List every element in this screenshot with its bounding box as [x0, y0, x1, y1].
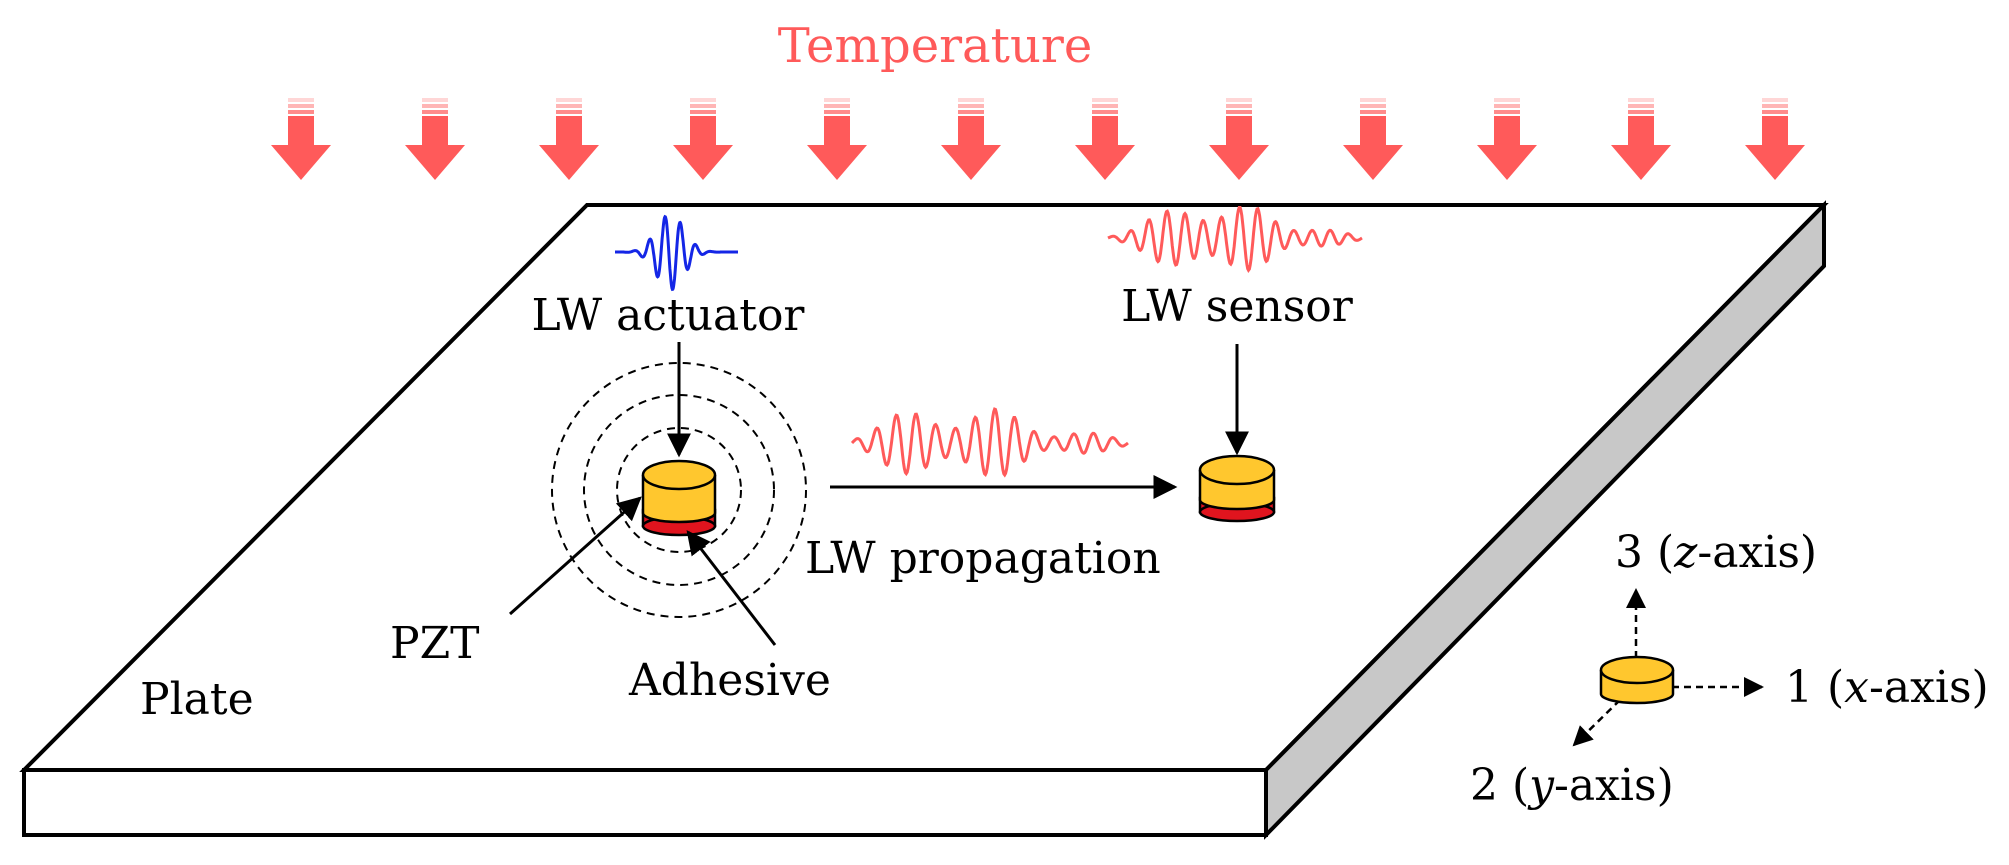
sensor-waveform: [1107, 206, 1363, 273]
plate: [19, 200, 1829, 840]
sensor-pzt-disk: [1198, 454, 1276, 523]
adhesive-label: Adhesive: [628, 655, 831, 706]
plate-side-face: [1264, 200, 1826, 840]
temperature-label: Temperature: [778, 18, 1092, 74]
actuator-pzt-disk: [641, 459, 717, 537]
plate-label: Plate: [140, 674, 254, 725]
temperature-arrow-icon: [271, 98, 331, 180]
temperature-arrow-icon: [1477, 98, 1537, 180]
temperature-arrow-icon: [1209, 98, 1269, 180]
temperature-arrow-icon: [539, 98, 599, 180]
z-axis-label: 3 (z-axis): [1615, 527, 1817, 578]
temperature-arrow-icon: [1075, 98, 1135, 180]
temperature-arrows: [271, 98, 1805, 180]
wave-ring: [583, 394, 775, 586]
plate-front-face: [22, 768, 1268, 837]
pzt-pointer-arrow: [509, 496, 642, 616]
x-axis-label: 1 (x-axis): [1785, 662, 1989, 713]
sensor-label: LW sensor: [1121, 281, 1354, 332]
temperature-arrow-icon: [1745, 98, 1805, 180]
coordinate-system: [1572, 588, 1764, 747]
wave-ring: [551, 362, 807, 618]
temperature-arrow-icon: [1343, 98, 1403, 180]
y-axis-label: 2 (y-axis): [1470, 760, 1674, 811]
y-axis-arrow: [1572, 699, 1621, 747]
temperature-arrow-icon: [405, 98, 465, 180]
adhesive-pointer-arrow: [686, 530, 777, 646]
axis-pzt-icon: [1599, 655, 1675, 705]
actuator-waveform: [615, 214, 738, 292]
temperature-arrow-icon: [673, 98, 733, 180]
temperature-arrow-icon: [941, 98, 1001, 180]
actuator-label: LW actuator: [532, 290, 806, 341]
wave-rings: [551, 362, 807, 618]
temperature-arrow-icon: [807, 98, 867, 180]
propagation-waveform: [850, 407, 1129, 478]
temperature-arrow-icon: [1611, 98, 1671, 180]
pzt-label: PZT: [390, 618, 480, 669]
wave-ring: [616, 427, 742, 553]
propagation-label: LW propagation: [805, 533, 1161, 584]
